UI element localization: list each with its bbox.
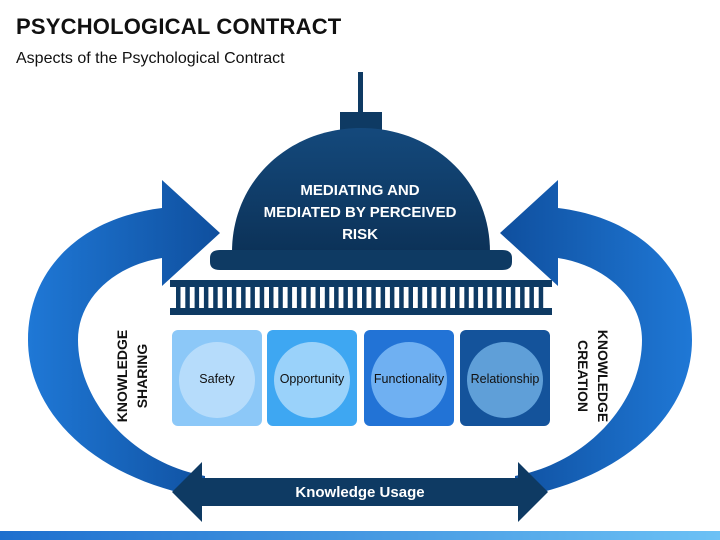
colonnade-bar — [436, 287, 441, 308]
right-curved-arrow — [500, 180, 692, 498]
colonnade-bar — [194, 287, 200, 308]
colonnade-bar — [222, 287, 227, 308]
pillar-card-opportunity: Opportunity — [267, 330, 357, 426]
knowledge-creation-line-1: KNOWLEDGE — [595, 329, 611, 423]
colonnade-bar — [352, 287, 358, 308]
pillar-circle — [274, 342, 350, 418]
page-subtitle: Aspects of the Psychological Contract — [16, 50, 285, 67]
colonnade-bar — [250, 287, 255, 308]
knowledge-creation-line-2: CREATION — [575, 339, 591, 413]
pillar-card-safety: Safety — [172, 330, 262, 426]
knowledge-sharing-line-2: SHARING — [134, 343, 150, 409]
left-curved-arrow — [28, 180, 220, 498]
colonnade-bar — [296, 287, 302, 308]
dome-antenna — [358, 72, 363, 114]
colonnade-bar — [306, 287, 311, 308]
pillar-label: Relationship — [470, 372, 540, 386]
colonnade-bars — [176, 287, 544, 308]
pillar-label: Functionality — [373, 372, 445, 386]
colonnade-bar — [259, 287, 265, 308]
dome-caption-line-1: MEDIATING AND — [300, 182, 420, 199]
colonnade-bar — [324, 287, 330, 308]
knowledge-usage-arrow — [172, 462, 548, 522]
colonnade-bar — [343, 287, 348, 308]
bottom-accent-bar — [0, 531, 720, 540]
knowledge-creation-label: KNOWLEDGE CREATION — [573, 330, 613, 423]
pillar-circle — [467, 342, 543, 418]
colonnade-bar — [315, 287, 320, 308]
colonnade-bar — [427, 287, 432, 308]
colonnade-bar — [362, 287, 367, 308]
dome-cap — [340, 112, 382, 130]
pillar-card-functionality: Functionality — [364, 330, 454, 426]
colonnade-bar — [241, 287, 246, 308]
colonnade-bar — [334, 287, 339, 308]
colonnade-bar — [510, 287, 516, 308]
colonnade-bar — [464, 287, 469, 308]
colonnade-bar — [371, 287, 376, 308]
colonnade-bar — [473, 287, 479, 308]
pillar-circle — [179, 342, 255, 418]
knowledge-sharing-label: KNOWLEDGE SHARING — [112, 330, 152, 423]
colonnade-bar — [389, 287, 395, 308]
colonnade-bar — [213, 287, 218, 308]
pillar-label: Opportunity — [279, 372, 345, 386]
colonnade-bottom-beam — [170, 308, 552, 315]
dome-caption: MEDIATING AND MEDIATED BY PERCEIVED RISK — [250, 180, 470, 246]
colonnade-bar — [408, 287, 413, 308]
colonnade-bar — [445, 287, 451, 308]
colonnade-bar — [399, 287, 404, 308]
pillar-label: Safety — [199, 372, 235, 386]
colonnade-bar — [380, 287, 386, 308]
colonnade-bar — [492, 287, 497, 308]
dome-base — [210, 250, 512, 270]
page-title: PSYCHOLOGICAL CONTRACT — [16, 14, 342, 39]
colonnade-bar — [269, 287, 274, 308]
colonnade-bar — [176, 287, 181, 308]
colonnade-bar — [520, 287, 525, 308]
colonnade-bar — [538, 287, 544, 308]
colonnade-top-beam — [170, 280, 552, 287]
dome-caption-line-2: MEDIATED BY PERCEIVED — [263, 204, 457, 221]
dome-caption-line-3: RISK — [342, 226, 378, 243]
colonnade-bar — [417, 287, 423, 308]
colonnade-bar — [501, 287, 506, 308]
pillar-card-relationship: Relationship — [460, 330, 550, 426]
colonnade-bar — [287, 287, 293, 308]
colonnade-bar — [455, 287, 460, 308]
pillar-circle — [371, 342, 447, 418]
knowledge-sharing-line-1: KNOWLEDGE — [114, 329, 130, 423]
colonnade-bar — [185, 287, 190, 308]
colonnade-bar — [203, 287, 209, 308]
knowledge-usage-label: Knowledge Usage — [295, 484, 425, 501]
colonnade-bar — [278, 287, 283, 308]
colonnade-bar — [482, 287, 488, 308]
dome-body — [232, 128, 490, 252]
colonnade-bar — [231, 287, 237, 308]
colonnade-bar — [529, 287, 534, 308]
